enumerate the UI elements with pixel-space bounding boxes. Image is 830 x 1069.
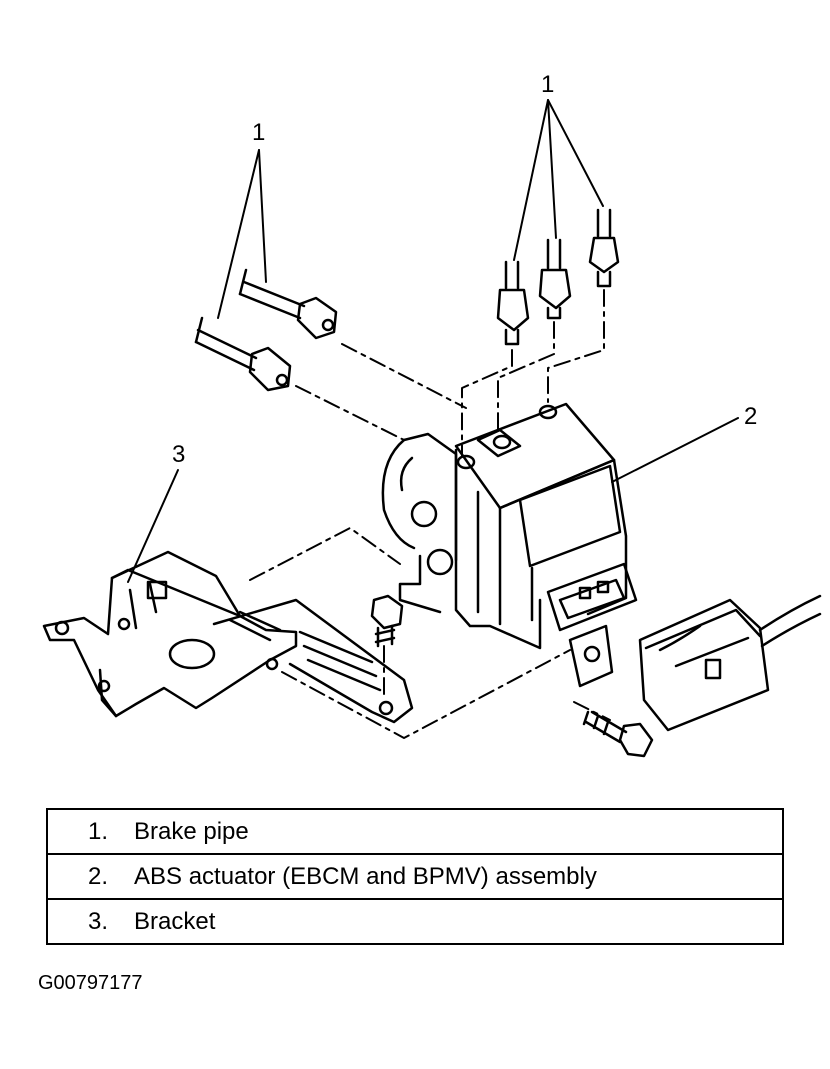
- mounting-bolt-lower: [582, 710, 654, 758]
- callout-1-top: 1: [541, 71, 554, 98]
- legend-number: 1.: [87, 817, 108, 845]
- callout-3: 3: [172, 441, 185, 468]
- abs-actuator-diagram: 1 1 2 3: [42, 71, 822, 758]
- brake-pipe-top-1: [496, 260, 530, 346]
- figure-id: G00797177: [38, 972, 143, 994]
- bracket: [42, 550, 414, 724]
- callout-1-left: 1: [252, 119, 265, 146]
- legend-label: ABS actuator (EBCM and BPMV) assembly: [134, 862, 597, 890]
- brake-pipe-left-lower: [194, 316, 292, 392]
- mounting-bolt-bracket: [370, 594, 404, 648]
- brake-pipe-top-2: [538, 238, 572, 320]
- legend-number: 2.: [87, 862, 108, 890]
- parts-legend: 1. Brake pipe 2. ABS actuator (EBCM and BP…: [46, 808, 784, 945]
- legend-cell: 1. Brake pipe: [46, 808, 784, 855]
- callout-2: 2: [744, 403, 757, 430]
- legend-row: 1. Brake pipe: [46, 808, 784, 855]
- legend-cell: 3. Bracket: [46, 898, 784, 945]
- legend-label: Bracket: [134, 907, 216, 935]
- legend-label: Brake pipe: [134, 817, 249, 845]
- legend-number: 3.: [87, 907, 108, 935]
- abs-actuator-assembly: [381, 402, 638, 688]
- legend-row: 2. ABS actuator (EBCM and BPMV) assembly: [46, 853, 784, 900]
- brake-pipe-left-upper: [238, 268, 338, 340]
- legend-cell: 2. ABS actuator (EBCM and BPMV) assembly: [46, 853, 784, 900]
- installation-guides: [249, 289, 611, 739]
- leader-lines: [127, 99, 739, 583]
- legend-row: 3. Bracket: [46, 898, 784, 945]
- brake-pipe-top-3: [588, 208, 620, 288]
- wiring-harness-connector: [638, 594, 822, 732]
